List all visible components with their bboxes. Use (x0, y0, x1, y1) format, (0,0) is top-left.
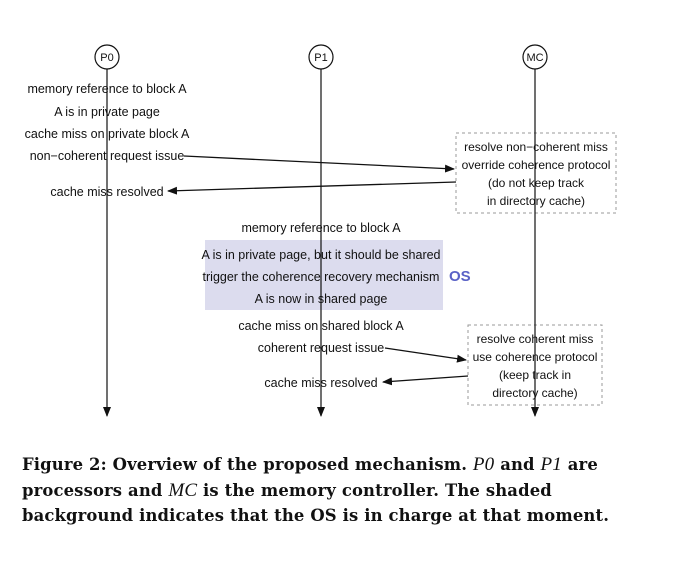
os-label: OS (449, 268, 471, 285)
p1-trigger-label: trigger the coherence recovery mechanism (203, 270, 440, 284)
p0-cache-miss-label: cache miss on private block A (25, 127, 190, 141)
caption-lead: Figure 2: Overview of the proposed mecha… (22, 455, 468, 474)
mc-label: MC (526, 52, 543, 64)
noncoherent-line1: resolve non−coherent miss (464, 140, 608, 154)
p0-response-arrow (167, 181, 457, 195)
caption-and: and (500, 455, 535, 474)
os-shaded-region (205, 240, 443, 310)
noncoherent-line4: in directory cache) (487, 194, 585, 208)
p1-mem-ref-label: memory reference to block A (241, 221, 401, 235)
p0-resolved-label: cache miss resolved (50, 185, 163, 199)
noncoherent-line2: override coherence protocol (462, 158, 611, 172)
p0-request-arrow (183, 155, 455, 173)
p0-mem-ref-label: memory reference to block A (27, 82, 187, 96)
figure-caption: Figure 2: Overview of the proposed mecha… (22, 452, 634, 529)
sequence-diagram: P0 P1 MC memory reference to block A A i… (25, 44, 617, 417)
noncoherent-box (455, 132, 617, 214)
coherent-line1: resolve coherent miss (477, 332, 594, 346)
p1-resolved-label: cache miss resolved (264, 376, 377, 390)
p1-cache-miss-label: cache miss on shared block A (238, 319, 404, 333)
caption-mid: are processors and (22, 455, 598, 500)
p0-label: P0 (100, 52, 113, 64)
p1-request-arrow (384, 347, 467, 363)
p1-response-arrow (382, 375, 469, 386)
p1-request-label: coherent request issue (258, 341, 385, 355)
p1-label: P1 (314, 52, 327, 64)
p1-node: P1 (308, 44, 334, 70)
caption-rest: is the memory controller. The shaded bac… (22, 480, 610, 526)
caption-p0: P0 (472, 454, 495, 475)
caption-p1: P1 (540, 454, 562, 475)
p1-shared-note-label: A is in private page, but it should be s… (201, 248, 440, 262)
p0-node: P0 (94, 44, 120, 70)
noncoherent-line3: (do not keep track (488, 176, 585, 190)
coherent-line3: (keep track in (499, 368, 571, 382)
p1-now-shared-label: A is now in shared page (255, 292, 388, 306)
coherent-line2: use coherence protocol (473, 350, 598, 364)
p0-request-label: non−coherent request issue (30, 149, 185, 163)
p0-private-page-label: A is in private page (54, 105, 160, 119)
mc-node: MC (522, 44, 548, 70)
coherent-line4: directory cache) (492, 386, 577, 400)
caption-mc: MC (168, 479, 198, 501)
